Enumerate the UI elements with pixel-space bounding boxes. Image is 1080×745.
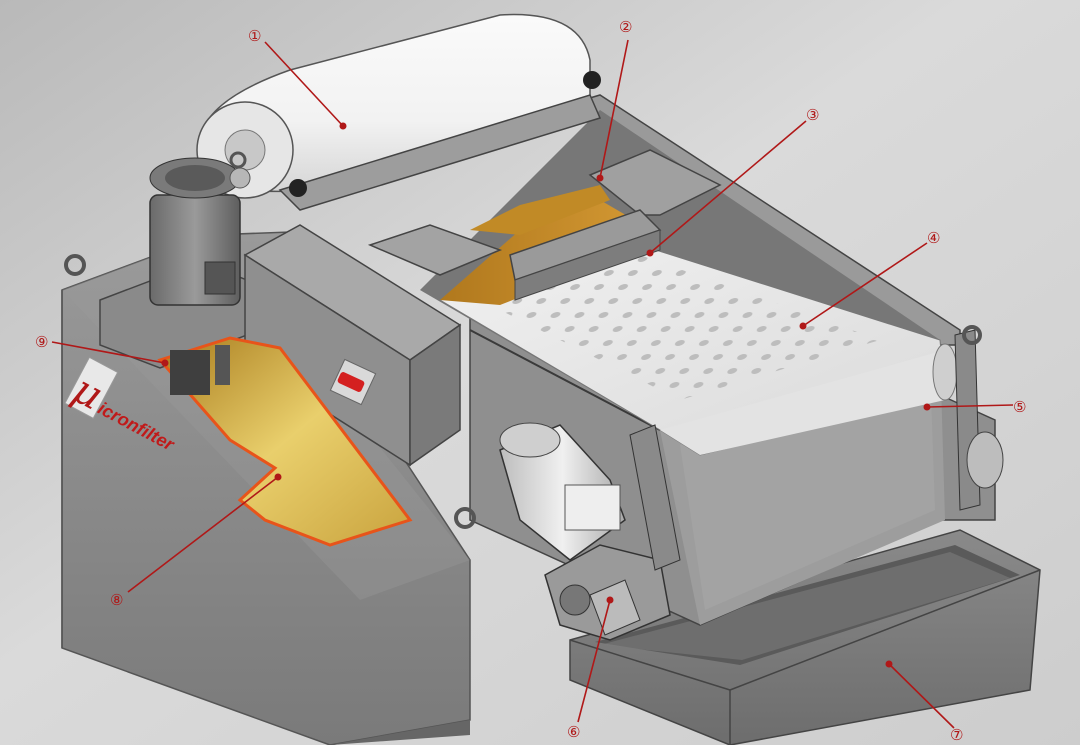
knob-icon — [583, 71, 601, 89]
inlet-distributor — [367, 149, 722, 301]
callout-1: ① — [248, 27, 261, 45]
callout-9: ⑨ — [35, 333, 48, 351]
cutaway-tank-view — [157, 336, 413, 547]
callout-line-1 — [264, 41, 344, 127]
knob-icon — [289, 179, 307, 197]
callout-8: ⑧ — [110, 591, 123, 609]
callout-line-7 — [888, 663, 955, 729]
callout-line-4 — [802, 242, 928, 327]
lifting-eye-icon — [64, 254, 86, 276]
lifting-eyes — [64, 151, 982, 529]
callout-2: ② — [619, 18, 632, 36]
lifting-eye-icon — [229, 151, 247, 169]
callout-labels: ① ② ③ ④ ⑤ ⑥ ⑦ ⑧ ⑨ — [35, 18, 1026, 744]
filter-paper-roll — [196, 13, 602, 211]
belt-brackets — [629, 329, 1004, 571]
pump-intake — [170, 350, 210, 395]
callout-line-3 — [649, 120, 807, 254]
callout-line-6 — [577, 599, 611, 723]
lifting-eye-icon — [962, 325, 982, 345]
callout-dots — [161, 122, 931, 668]
callout-line-5 — [926, 404, 1014, 408]
red-switch-icon — [329, 358, 377, 406]
callout-line-8 — [127, 476, 279, 593]
callout-6: ⑥ — [567, 723, 580, 741]
callout-line-2 — [599, 39, 629, 179]
knob-icons — [289, 71, 601, 197]
callout-lines — [51, 39, 1014, 729]
control-box — [243, 224, 462, 467]
callout-3: ③ — [806, 106, 819, 124]
callout-4: ④ — [927, 229, 940, 247]
callout-line-9 — [51, 341, 166, 364]
drive-motor-icon — [499, 422, 671, 641]
filter-belt — [438, 244, 958, 456]
callout-7: ⑦ — [950, 726, 963, 744]
pump-motor-icon — [99, 157, 261, 369]
callout-5: ⑤ — [1013, 398, 1026, 416]
lifting-eye-icon — [454, 507, 476, 529]
chip-tray — [569, 529, 1041, 745]
